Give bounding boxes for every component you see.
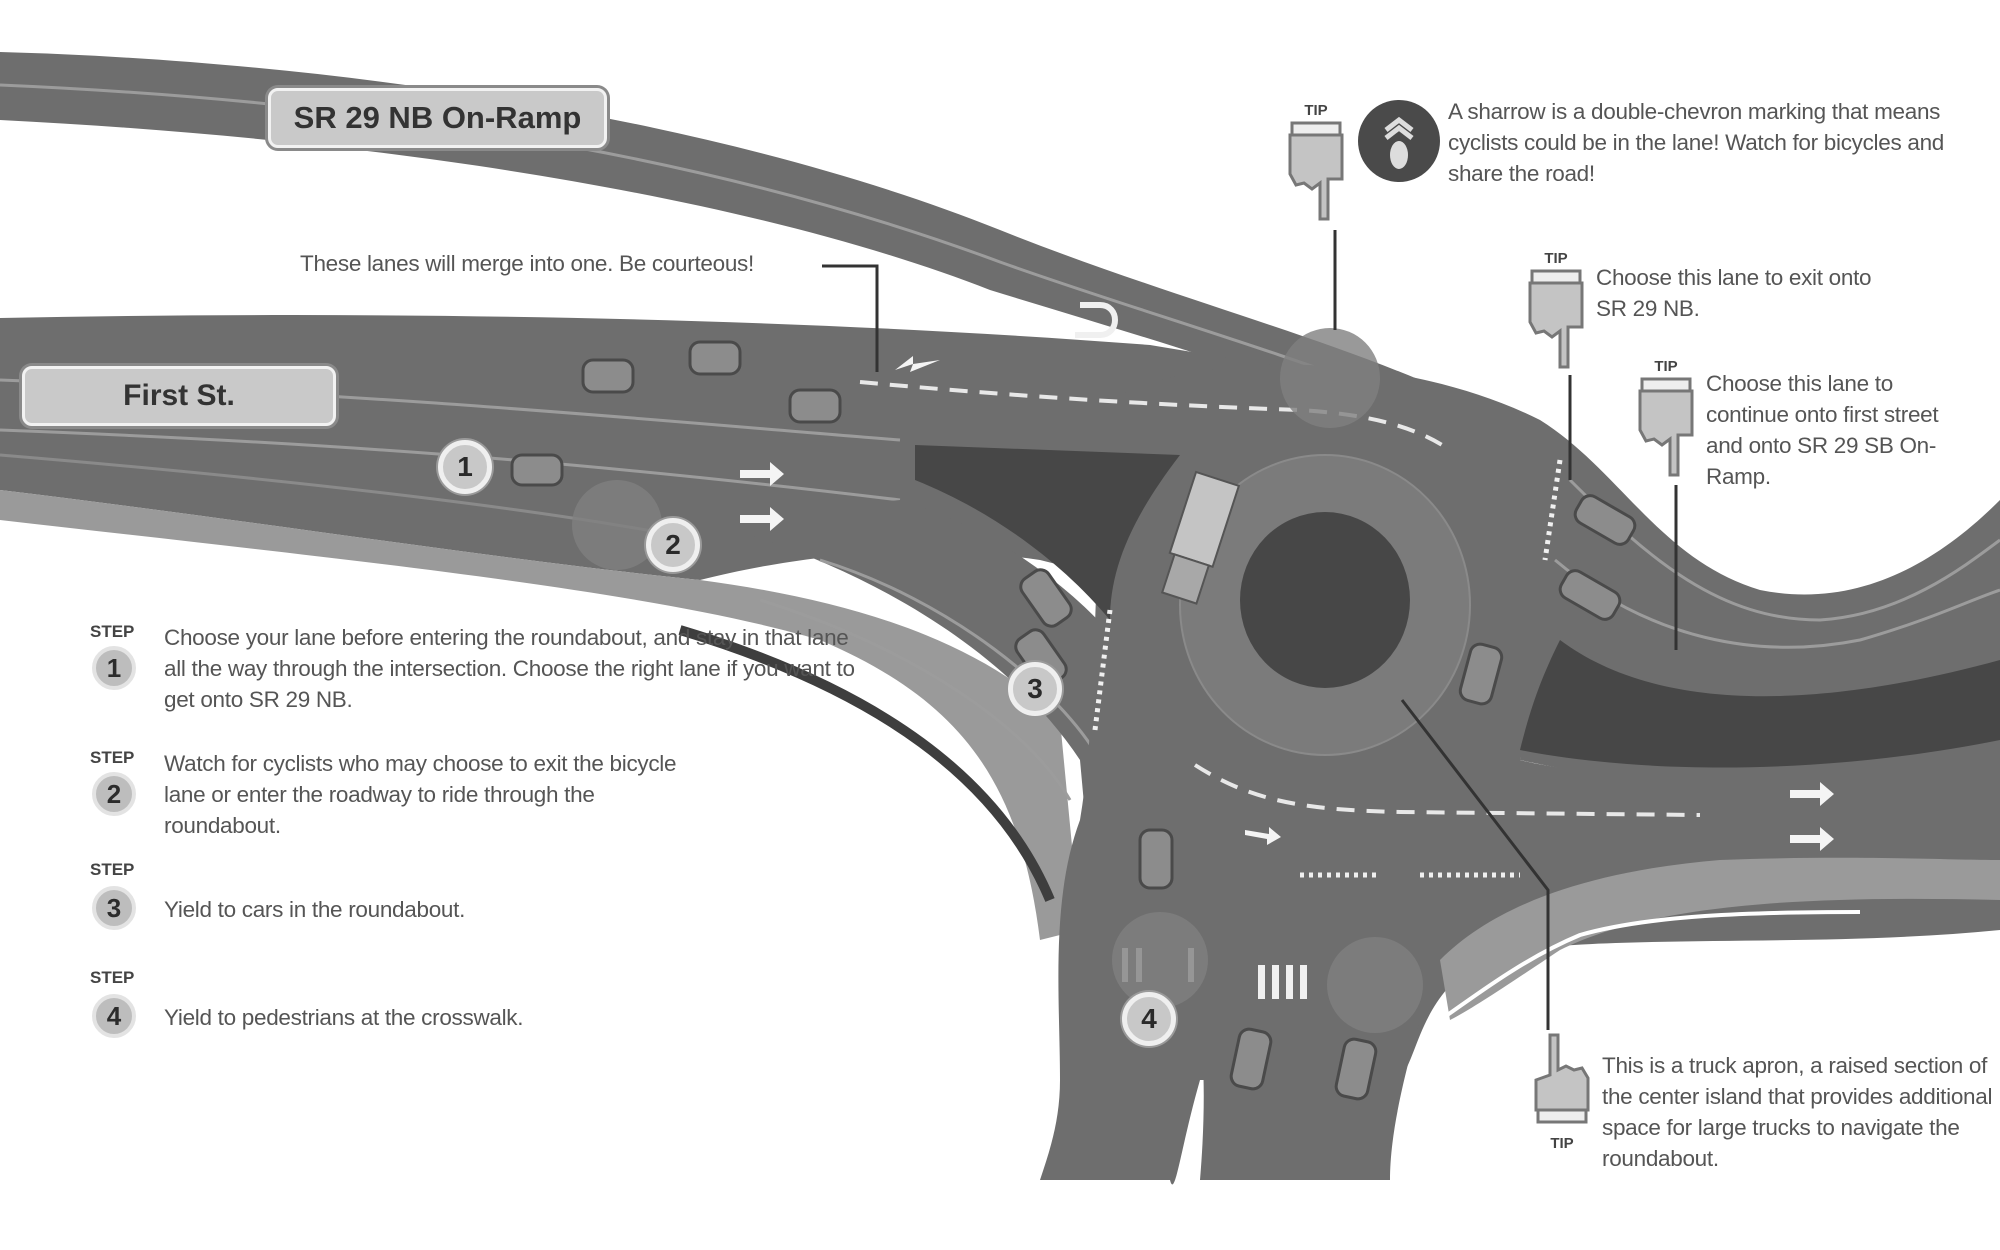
step-text: Choose your lane before entering the rou… xyxy=(164,625,855,712)
sign-first-street: First St. xyxy=(22,366,336,426)
step-number-badge: 4 xyxy=(92,994,136,1038)
merge-annotation: These lanes will merge into one. Be cour… xyxy=(300,251,754,276)
tip-exit-lane: TIP xyxy=(1524,250,1588,382)
center-island xyxy=(1240,512,1410,688)
lane-arrows xyxy=(740,356,1834,851)
cars xyxy=(510,340,1637,1101)
step-text: Watch for cyclists who may choose to exi… xyxy=(164,751,677,838)
tip-label: TIP xyxy=(1304,102,1328,119)
crosswalk-center xyxy=(1258,965,1307,999)
tip-continue-lane-text: Choose this lane to continue onto first … xyxy=(1706,371,1939,489)
tip-exit-lane-text: Choose this lane to exit onto SR 29 NB. xyxy=(1596,265,1872,321)
sharrow-icon xyxy=(1358,100,1440,182)
step-number-badge: 2 xyxy=(92,772,136,816)
pointing-hand-up-icon xyxy=(1534,1033,1590,1124)
step-number-badge: 1 xyxy=(92,646,136,690)
step-2: STEP 2 Watch for cyclists who may choose… xyxy=(88,748,808,848)
step-number-badge: 3 xyxy=(92,886,136,930)
map-marker-3: 3 xyxy=(1008,662,1062,716)
tip-sharrow: TIP xyxy=(1284,102,1348,234)
sign-sr29-nb-onramp: SR 29 NB On-Ramp xyxy=(268,88,607,148)
step-1: STEP 1 Choose your lane before entering … xyxy=(88,622,855,722)
step-text: Yield to cars in the roundabout. xyxy=(164,897,466,922)
step-label: STEP xyxy=(90,968,135,987)
pointing-hand-down-icon xyxy=(1288,121,1344,221)
step-3: STEP 3 Yield to cars in the roundabout. xyxy=(88,860,808,940)
tip-sharrow-text: A sharrow is a double-chevron marking th… xyxy=(1448,99,1945,186)
tip-truck-apron-text: This is a truck apron, a raised section … xyxy=(1602,1053,1993,1171)
truck xyxy=(1160,470,1241,605)
map-marker-4: 4 xyxy=(1122,992,1176,1046)
south-road-right xyxy=(1200,1020,1420,1180)
south-road-left xyxy=(1040,1080,1200,1185)
step-4: STEP 4 Yield to pedestrians at the cross… xyxy=(88,968,808,1048)
tip-label: TIP xyxy=(1544,250,1568,267)
tip-label: TIP xyxy=(1550,1135,1574,1152)
tip-continue-lane: TIP xyxy=(1634,358,1698,490)
step-label: STEP xyxy=(90,860,135,879)
median-right xyxy=(1520,640,2000,768)
step-label: STEP xyxy=(90,622,135,641)
pointing-hand-down-icon xyxy=(1528,269,1584,369)
map-marker-1: 1 xyxy=(438,440,492,494)
step-label: STEP xyxy=(90,748,135,767)
tip-label: TIP xyxy=(1654,358,1678,375)
map-marker-2: 2 xyxy=(646,518,700,572)
median-left xyxy=(915,445,1180,620)
step-text: Yield to pedestrians at the crosswalk. xyxy=(164,1005,524,1030)
tip-truck-apron: TIP xyxy=(1530,1030,1594,1152)
leader-lines xyxy=(822,230,1678,1030)
pointing-hand-down-icon xyxy=(1638,377,1694,477)
